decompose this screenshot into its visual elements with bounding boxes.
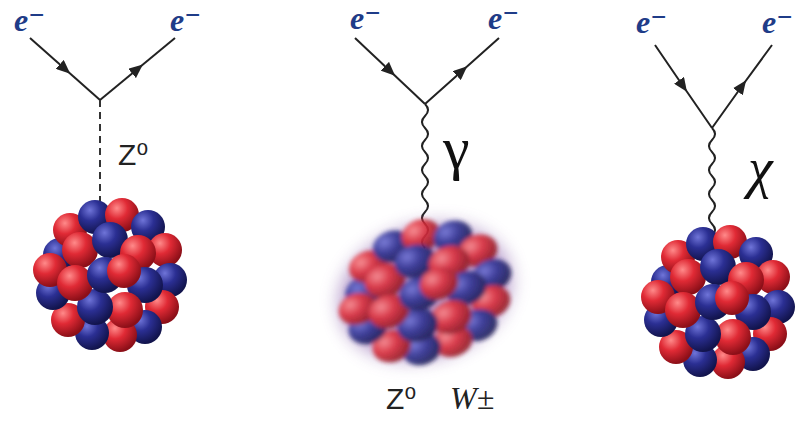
boson-label: Z⁰ xyxy=(386,384,416,414)
boson-label: χ xyxy=(748,140,773,196)
particle-label: e⁻ xyxy=(170,4,201,36)
particle-label: e⁻ xyxy=(14,4,45,36)
boson-label: γ xyxy=(443,118,470,178)
boson-label: Z⁰ xyxy=(118,140,148,170)
particle-label: e⁻ xyxy=(762,6,793,38)
boson-label: W± xyxy=(450,382,494,414)
particle-label: e⁻ xyxy=(488,2,519,34)
particle-label: e⁻ xyxy=(350,2,381,34)
particle-label: e⁻ xyxy=(636,6,667,38)
